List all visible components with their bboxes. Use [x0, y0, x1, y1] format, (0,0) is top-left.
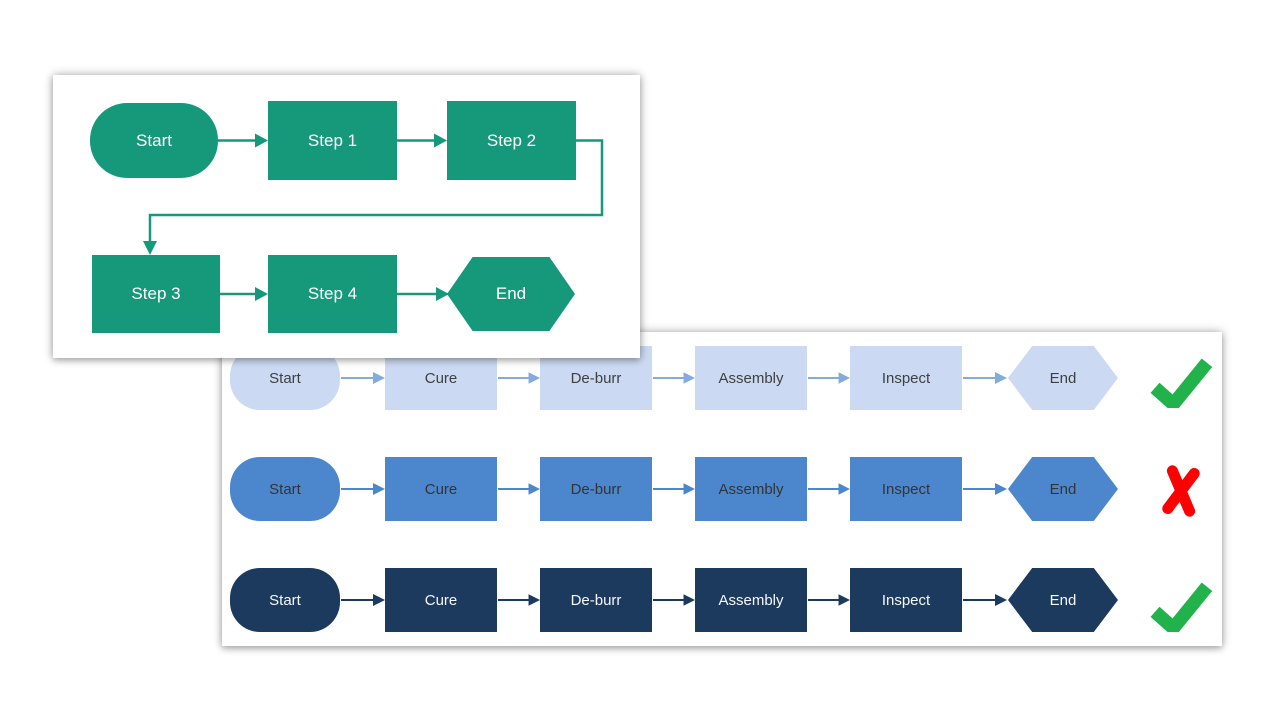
shape-label: End — [1049, 369, 1077, 387]
shape-label: Inspect — [881, 591, 931, 609]
arrow-icon — [808, 372, 850, 384]
checkmark-icon — [1150, 358, 1212, 408]
shape-deburr: De-burr — [540, 457, 652, 521]
shape-assembly: Assembly — [695, 346, 807, 410]
shape-label: Step 1 — [307, 130, 358, 150]
arrow-icon — [341, 483, 385, 495]
basic-flowchart-card: Start Step 1 Step 2 Step 3 Step 4 End — [53, 75, 640, 358]
shape-label: Assembly — [718, 591, 784, 609]
shape-end: End — [1008, 568, 1118, 632]
shape-step3: Step 3 — [92, 255, 220, 333]
arrow-icon — [653, 372, 695, 384]
process-comparison-card: Start Cure De-burr Assembly — [222, 332, 1222, 646]
arrow-icon — [963, 372, 1007, 384]
shape-label: Cure — [424, 369, 458, 387]
shape-start: Start — [230, 568, 340, 632]
shape-label: Cure — [424, 591, 458, 609]
shape-label: End — [1049, 480, 1077, 498]
shape-deburr: De-burr — [540, 568, 652, 632]
shape-label: Start — [269, 480, 301, 498]
shape-label: Step 2 — [486, 130, 537, 150]
arrow-icon — [341, 594, 385, 606]
shape-end: End — [447, 257, 575, 331]
arrow-icon — [808, 483, 850, 495]
shape-label: De-burr — [570, 480, 622, 498]
shape-start: Start — [230, 457, 340, 521]
arrow-icon — [808, 594, 850, 606]
shape-inspect: Inspect — [850, 346, 962, 410]
shape-inspect: Inspect — [850, 568, 962, 632]
shape-label: Start — [136, 130, 172, 150]
arrow-icon — [653, 594, 695, 606]
shape-end: End — [1008, 457, 1118, 521]
shape-step4: Step 4 — [268, 255, 397, 333]
shape-label: End — [495, 284, 527, 303]
shape-step2: Step 2 — [447, 101, 576, 180]
cross-icon — [1162, 465, 1200, 517]
arrow-icon — [498, 483, 540, 495]
shape-label: Step 3 — [131, 284, 181, 303]
arrow-icon — [963, 483, 1007, 495]
shape-label: Assembly — [718, 369, 784, 387]
checkmark-icon — [1150, 582, 1212, 632]
arrow-icon — [341, 372, 385, 384]
shape-label: De-burr — [570, 591, 622, 609]
arrow-icon — [498, 594, 540, 606]
flow-row-dark: Start Cure De-burr Assembly — [222, 568, 1222, 632]
shape-label: Inspect — [881, 369, 931, 387]
shape-label: Assembly — [718, 480, 784, 498]
shape-inspect: Inspect — [850, 457, 962, 521]
shape-label: Cure — [424, 480, 458, 498]
arrow-icon — [963, 594, 1007, 606]
arrow-icon — [653, 483, 695, 495]
shape-end: End — [1008, 346, 1118, 410]
shape-start: Start — [90, 103, 218, 178]
shape-label: Start — [269, 369, 301, 387]
flow-row-medium: Start Cure De-burr Assembly — [222, 457, 1222, 521]
shape-cure: Cure — [385, 457, 497, 521]
shape-assembly: Assembly — [695, 457, 807, 521]
shape-label: Step 4 — [307, 284, 358, 303]
shape-assembly: Assembly — [695, 568, 807, 632]
shape-label: End — [1049, 591, 1077, 609]
shape-cure: Cure — [385, 568, 497, 632]
shape-label: Inspect — [881, 480, 931, 498]
shape-label: Start — [269, 591, 301, 609]
shape-label: De-burr — [570, 369, 622, 387]
arrow-icon — [498, 372, 540, 384]
shape-step1: Step 1 — [268, 101, 397, 180]
